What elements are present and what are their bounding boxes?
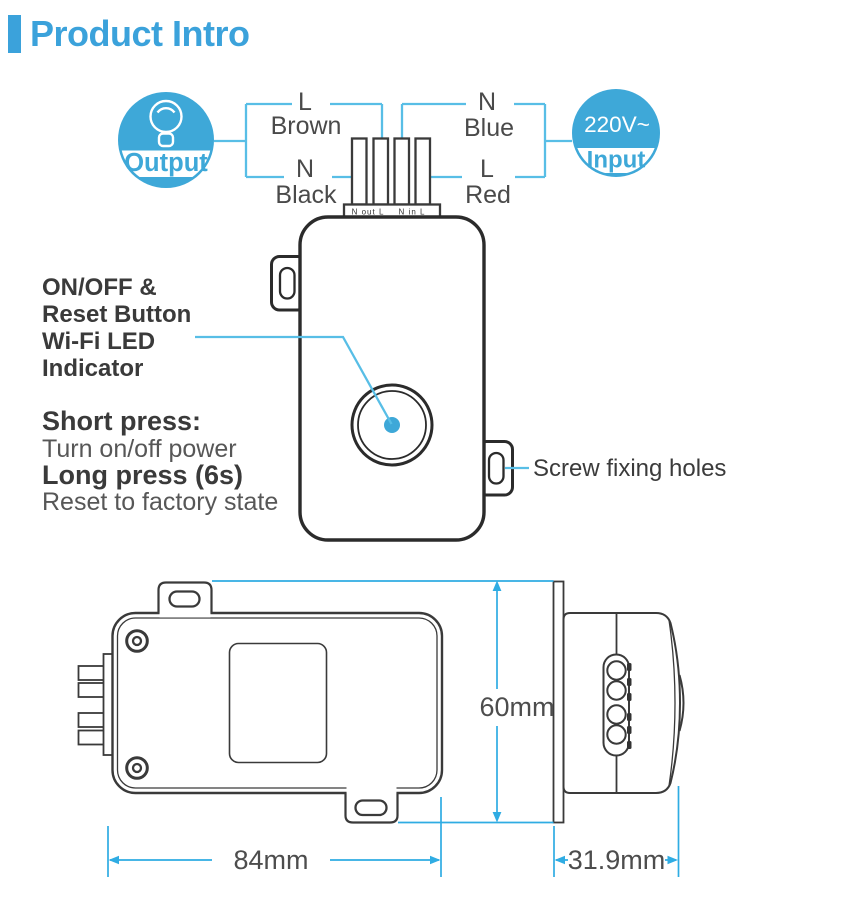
output-wires <box>214 102 384 179</box>
input-badge: 220V~ Input <box>572 89 660 177</box>
button-label-line1: ON/OFF & <box>42 274 157 301</box>
button-leader-line <box>195 335 393 425</box>
output-badge: Output <box>118 92 214 188</box>
bottom-mounting-ear <box>344 792 399 824</box>
back-body-inner-outline <box>116 617 438 789</box>
output-neutral-terminal: N <box>296 155 314 183</box>
output-live-terminal: L <box>298 88 312 116</box>
side-dome-bulge <box>678 674 685 732</box>
wiring-diagram: Output 220V~ Input L Brown N Black N Blu… <box>118 88 660 219</box>
side-mounting-plate <box>552 580 565 824</box>
input-wires <box>400 102 572 179</box>
case-screw-top <box>125 629 149 653</box>
side-dome-edge <box>668 619 676 787</box>
terminal-pins <box>350 137 432 206</box>
output-badge-label: Output <box>124 149 208 177</box>
arrow-down-icon <box>492 812 502 823</box>
top-screw-slot <box>168 590 201 608</box>
label-area <box>228 642 328 764</box>
back-terminal-pins <box>77 653 114 756</box>
device-side-view <box>552 580 685 824</box>
short-press-action: Short press: <box>42 406 201 436</box>
width-extension-lines <box>107 797 442 877</box>
smart-switch-body <box>298 215 486 542</box>
button-label-line4: Indicator <box>42 355 143 382</box>
reset-button <box>350 383 434 467</box>
side-terminal-screws <box>606 660 627 745</box>
arrow-right-icon <box>667 855 678 865</box>
output-neutral-color: Black <box>275 181 337 209</box>
button-label-line2: Reset Button <box>42 301 191 328</box>
height-dimension-label: 60mm <box>479 692 554 722</box>
input-badge-label: Input <box>587 147 646 174</box>
input-live-terminal: L <box>480 155 494 183</box>
dimension-lines: 60mm 84mm 31.9mm <box>107 580 680 877</box>
top-mounting-ear <box>157 581 213 614</box>
side-clamp-teeth <box>627 663 632 749</box>
input-live-color: Red <box>465 181 511 209</box>
terminal-strip-input-label: N in L <box>399 208 426 217</box>
page-title: Product Intro <box>30 13 250 54</box>
input-neutral-color: Blue <box>464 114 514 142</box>
screw-holes-label: Screw fixing holes <box>533 455 726 482</box>
depth-extension-lines <box>553 786 680 877</box>
long-press-result: Reset to factory state <box>42 488 278 516</box>
long-press-action: Long press (6s) <box>42 460 243 490</box>
bulb-icon <box>149 99 183 148</box>
arrow-left-icon <box>554 855 565 865</box>
page-header: Product Intro <box>8 13 250 55</box>
terminal-strip-output-label: N out L <box>352 208 385 217</box>
arrow-up-icon <box>492 580 502 591</box>
left-screw-hole <box>278 266 296 300</box>
short-press-result: Turn on/off power <box>42 435 237 463</box>
device-front-view <box>195 215 529 542</box>
arrow-left-icon <box>108 855 119 865</box>
input-voltage-label: 220V~ <box>584 112 650 137</box>
output-live-color: Brown <box>271 112 342 140</box>
bottom-screw-slot <box>354 799 388 817</box>
annotations: ON/OFF & Reset Button Wi-Fi LED Indicato… <box>42 274 726 516</box>
depth-dimension-label: 31.9mm <box>568 845 666 875</box>
button-label-line3: Wi-Fi LED <box>42 328 155 355</box>
arrow-right-icon <box>430 855 441 865</box>
wifi-led-indicator <box>384 417 400 433</box>
input-neutral-terminal: N <box>478 88 496 116</box>
right-screw-hole <box>487 451 505 485</box>
title-accent-bar <box>8 15 21 53</box>
device-back-view <box>77 581 444 824</box>
case-screw-bottom <box>125 756 149 780</box>
width-dimension-label: 84mm <box>233 845 308 875</box>
